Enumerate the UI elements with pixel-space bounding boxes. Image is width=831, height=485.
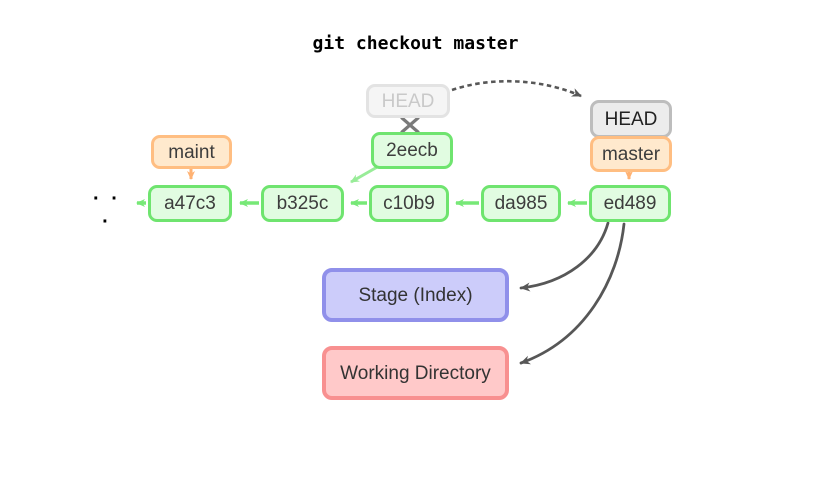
- checkout-arrow-to-working-directory: [519, 222, 626, 365]
- broken-link-cross-icon: [400, 116, 420, 134]
- commit-label: da985: [494, 193, 548, 214]
- new-head-pointer: HEAD: [590, 100, 672, 138]
- commit-node-c10b9: c10b9: [369, 185, 449, 222]
- old-head-label: HEAD: [381, 90, 435, 112]
- commit-label: c10b9: [383, 193, 435, 214]
- branch-name: maint: [168, 141, 215, 163]
- branch-label-maint: maint: [151, 135, 232, 169]
- commit-node-2eecb: 2eecb: [371, 132, 453, 169]
- commit-node-da985: da985: [481, 185, 561, 222]
- working-directory-label: Working Directory: [340, 362, 491, 384]
- commit-label: a47c3: [164, 193, 216, 214]
- commit-label: ed489: [603, 193, 657, 214]
- parent-arrow-2eecb-to-b325c: [350, 164, 380, 184]
- commit-label: 2eecb: [386, 140, 438, 161]
- working-directory-box: Working Directory: [322, 346, 509, 400]
- branch-name: master: [601, 143, 661, 165]
- old-head-pointer: HEAD: [366, 84, 450, 118]
- history-ellipsis: · · ·: [93, 188, 121, 233]
- stage-index-label: Stage (Index): [358, 284, 473, 306]
- new-head-label: HEAD: [604, 108, 658, 130]
- commit-label: b325c: [276, 193, 329, 214]
- head-move-dashed-arrow: [451, 79, 582, 98]
- stage-index-box: Stage (Index): [322, 268, 509, 322]
- checkout-arrow-to-stage: [519, 221, 610, 292]
- commit-node-ed489: ed489: [589, 185, 671, 222]
- commit-node-b325c: b325c: [261, 185, 344, 222]
- diagram-title: git checkout master: [312, 33, 519, 54]
- branch-label-master: master: [590, 136, 672, 172]
- commit-node-a47c3: a47c3: [148, 185, 232, 222]
